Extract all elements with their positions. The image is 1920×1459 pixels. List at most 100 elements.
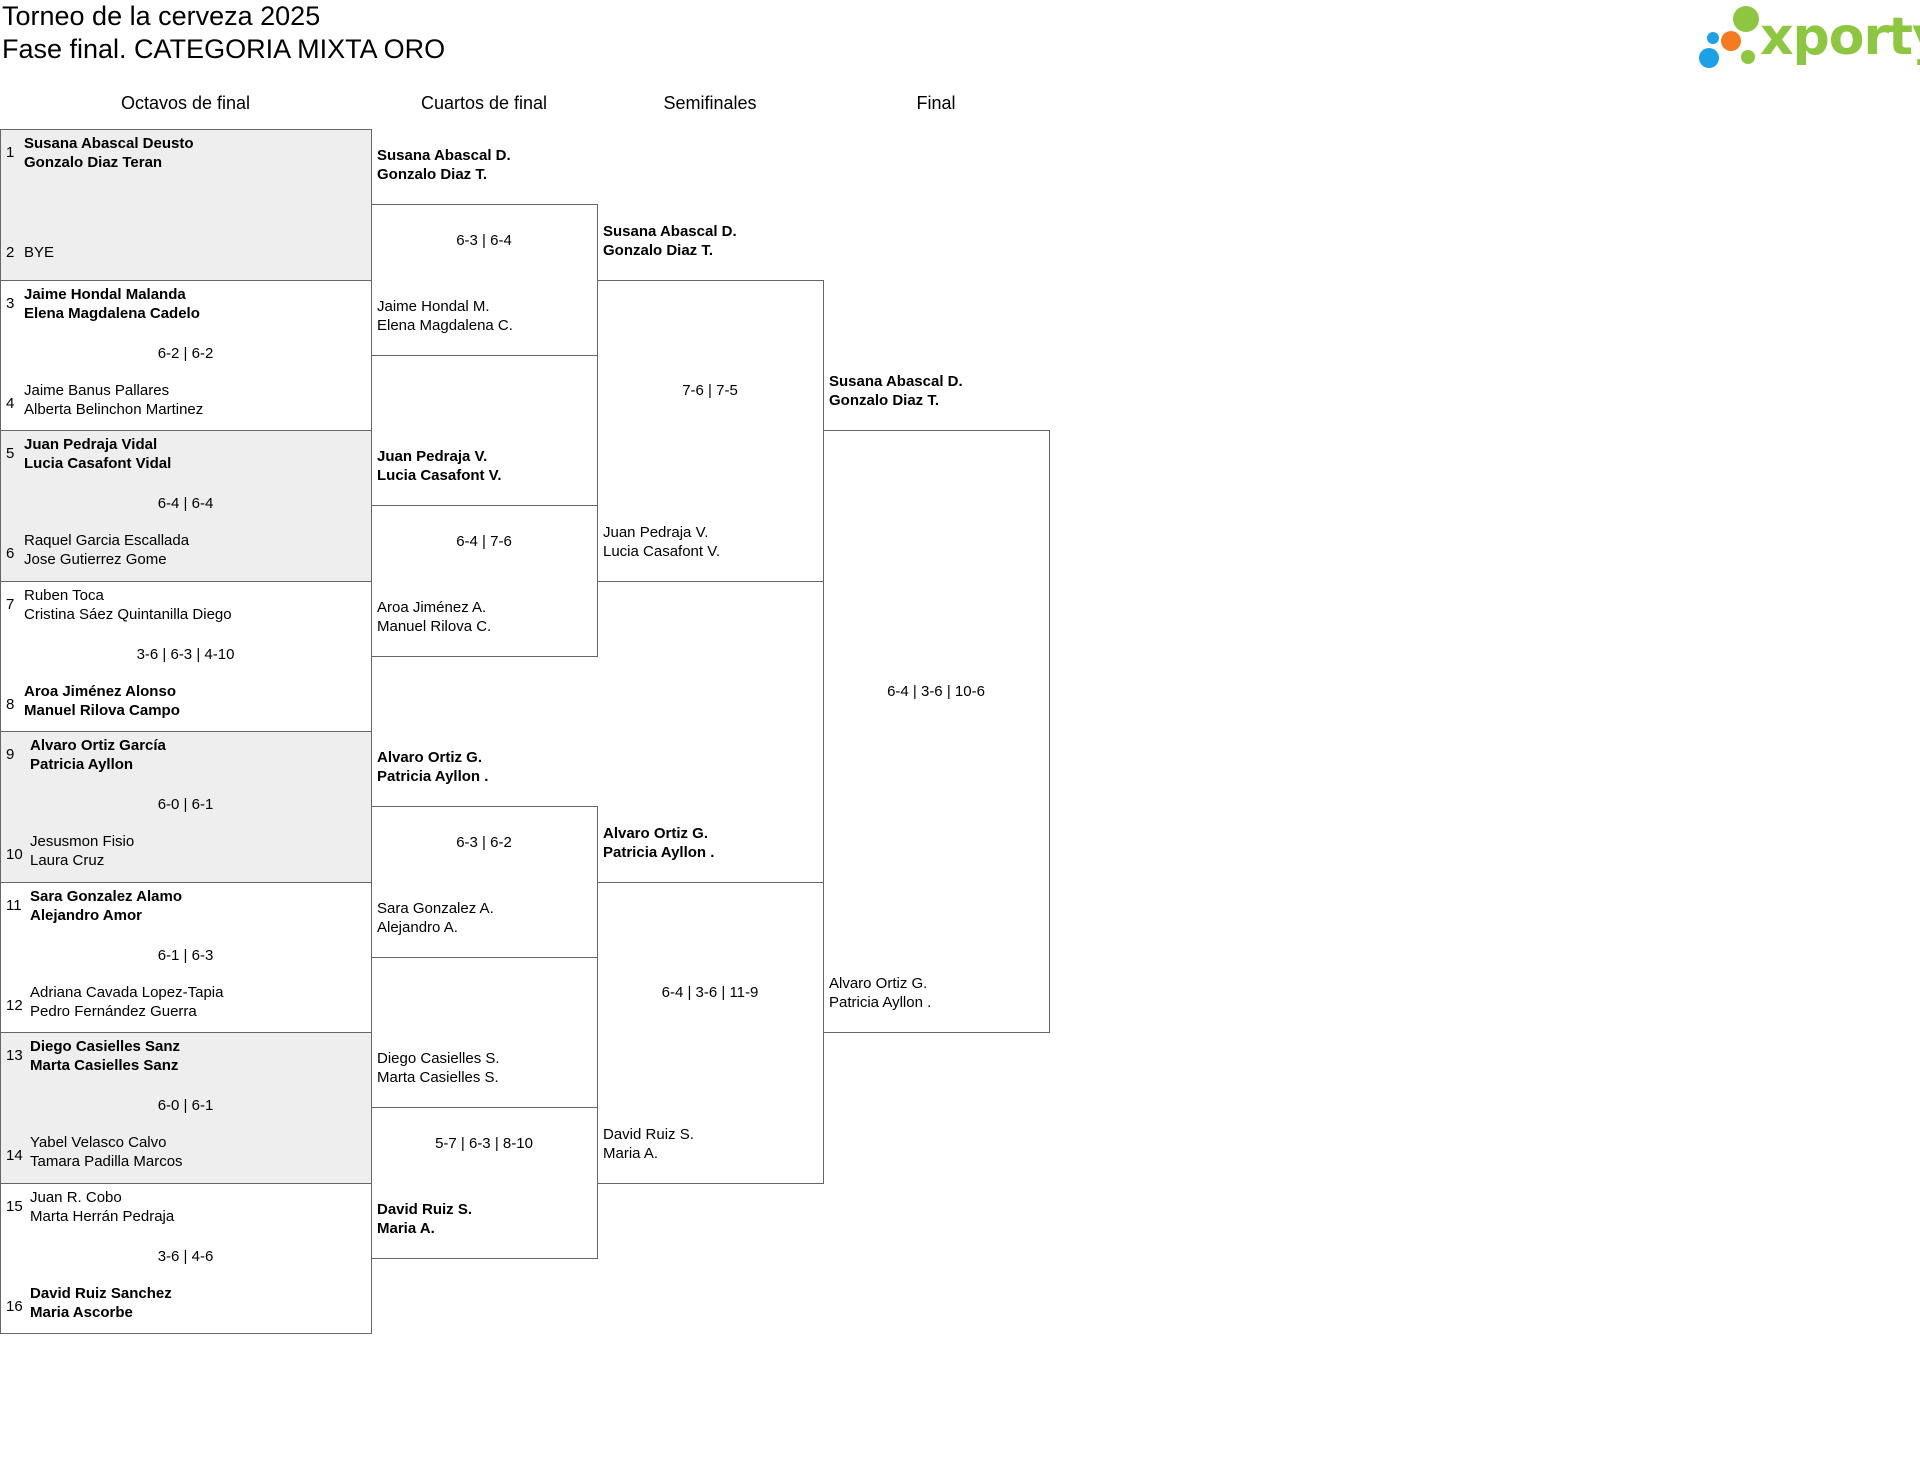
sf-team-top: Alvaro Ortiz G.Patricia Ayllon . xyxy=(603,824,714,862)
player-name: Jaime Hondal Malanda xyxy=(24,285,186,303)
player-name: Jaime Banus Pallares xyxy=(24,381,170,399)
match-score: 6-4 | 7-6 xyxy=(456,532,512,550)
player-name: Alvaro Ortiz G. xyxy=(829,975,928,992)
player-name: BYE xyxy=(24,244,55,261)
player-name: Laura Cruz xyxy=(30,852,105,869)
player-name: Alvaro Ortiz G. xyxy=(377,749,483,767)
logo-dot-blue xyxy=(1699,48,1719,68)
player-name: Sara Gonzalez Alamo xyxy=(30,887,182,905)
player-name: Alvaro Ortiz García xyxy=(30,737,166,754)
seed-number: 2 xyxy=(6,244,15,261)
player-name: Yabel Velasco Calvo xyxy=(30,1134,167,1151)
tournament-subtitle: Fase final. CATEGORIA MIXTA ORO xyxy=(2,34,446,64)
player-name: Manuel Rilova C. xyxy=(377,617,492,635)
seed-number: 15 xyxy=(6,1197,23,1215)
player-name: Alejandro Amor xyxy=(30,906,142,924)
logo-dot-orange xyxy=(1721,31,1741,51)
seed-number: 4 xyxy=(6,394,15,412)
player-name: Jaime Hondal M. xyxy=(377,297,490,315)
r16-match-box xyxy=(0,430,372,582)
qf-team-top: Diego Casielles S.Marta Casielles S. xyxy=(377,1049,500,1087)
match-score: 6-4 | 6-4 xyxy=(157,495,214,512)
seed-number: 12 xyxy=(6,996,23,1014)
round-header-semifinales: Semifinales xyxy=(663,93,757,113)
player-name: Susana Abascal D. xyxy=(829,373,963,390)
player-name: Maria A. xyxy=(603,1144,659,1162)
player-name: Patricia Ayllon . xyxy=(829,994,932,1011)
seed-number: 10 xyxy=(6,846,23,863)
player-name: Elena Magdalena Cadelo xyxy=(24,304,200,322)
player-name: Marta Casielles Sanz xyxy=(30,1057,179,1074)
seed-number: 9 xyxy=(6,746,15,763)
match-score: 6-3 | 6-2 xyxy=(456,833,512,851)
qf-team-top: Juan Pedraja V.Lucia Casafont V. xyxy=(377,447,501,485)
r16-match-box xyxy=(0,731,372,883)
logo-dot-blue-small xyxy=(1707,32,1719,44)
xporty-logo: xporty xyxy=(1695,4,1920,70)
player-name: Alvaro Ortiz G. xyxy=(603,824,709,842)
qf-team-bottom: Sara Gonzalez A.Alejandro A. xyxy=(377,899,494,937)
player-name: Gonzalo Diaz T. xyxy=(829,392,940,409)
player-name: Gonzalo Diaz Teran xyxy=(24,154,163,171)
player-name: Jesusmon Fisio xyxy=(30,833,135,850)
player-name: Juan R. Cobo xyxy=(30,1188,122,1206)
player-name: Patricia Ayllon xyxy=(30,756,134,773)
player-name: Jose Gutierrez Gome xyxy=(24,551,167,568)
seed-number: 11 xyxy=(6,896,22,914)
match-score: 6-0 | 6-1 xyxy=(157,796,214,813)
player-name: Manuel Rilova Campo xyxy=(24,701,180,719)
seed-number: 5 xyxy=(6,445,15,462)
sf-team-bottom: Juan Pedraja V.Lucia Casafont V. xyxy=(603,523,720,561)
final-match-box xyxy=(823,430,1050,1033)
tournament-title: Torneo de la cerveza 2025 xyxy=(2,1,321,31)
player-name: Aroa Jiménez Alonso xyxy=(24,682,176,700)
player-name: Gonzalo Diaz T. xyxy=(603,241,714,259)
qf-team-top: Alvaro Ortiz G.Patricia Ayllon . xyxy=(377,748,488,786)
round-header-cuartos: Cuartos de final xyxy=(420,93,548,113)
seed-number: 1 xyxy=(6,144,15,161)
r16-match-box xyxy=(0,129,372,281)
r16-team-bottom: BYE xyxy=(24,243,54,262)
player-name: Cristina Sáez Quintanilla Diego xyxy=(24,605,232,623)
player-name: Elena Magdalena C. xyxy=(377,316,513,334)
qf-team-bottom: Jaime Hondal M.Elena Magdalena C. xyxy=(377,297,513,335)
player-name: Raquel Garcia Escallada xyxy=(24,532,190,549)
player-name: Diego Casielles S. xyxy=(377,1050,500,1068)
player-name: Susana Abascal Deusto xyxy=(24,135,194,152)
logo-text: xporty xyxy=(1760,7,1920,67)
sf-team-top: Susana Abascal D.Gonzalo Diaz T. xyxy=(603,222,737,260)
player-name: Sara Gonzalez A. xyxy=(377,899,494,917)
seed-number: 13 xyxy=(6,1047,23,1064)
player-name: Maria A. xyxy=(377,1219,435,1237)
player-name: Gonzalo Diaz T. xyxy=(377,166,488,184)
player-name: Juan Pedraja V. xyxy=(603,523,709,541)
final-team-bottom: Alvaro Ortiz G. Patricia Ayllon . xyxy=(829,974,931,1012)
seed-number: 14 xyxy=(6,1147,23,1164)
player-name: Aroa Jiménez A. xyxy=(377,598,487,616)
player-name: Diego Casielles Sanz xyxy=(30,1038,181,1055)
round-header-octavos: Octavos de final xyxy=(120,93,251,113)
player-name: Patricia Ayllon . xyxy=(603,843,715,861)
match-score: 6-0 | 6-1 xyxy=(157,1097,214,1114)
player-name: Ruben Toca xyxy=(24,586,104,604)
sf-team-bottom: David Ruiz S.Maria A. xyxy=(603,1125,694,1163)
logo-dot-green xyxy=(1733,6,1759,32)
player-name: Susana Abascal D. xyxy=(603,222,737,240)
match-score: 5-7 | 6-3 | 8-10 xyxy=(435,1134,533,1152)
player-name: David Ruiz Sanchez xyxy=(30,1284,172,1302)
round-header-final: Final xyxy=(916,93,956,113)
player-name: Lucia Casafont Vidal xyxy=(24,455,172,472)
match-score: 6-2 | 6-2 xyxy=(157,344,214,362)
player-name: Juan Pedraja Vidal xyxy=(24,436,158,453)
